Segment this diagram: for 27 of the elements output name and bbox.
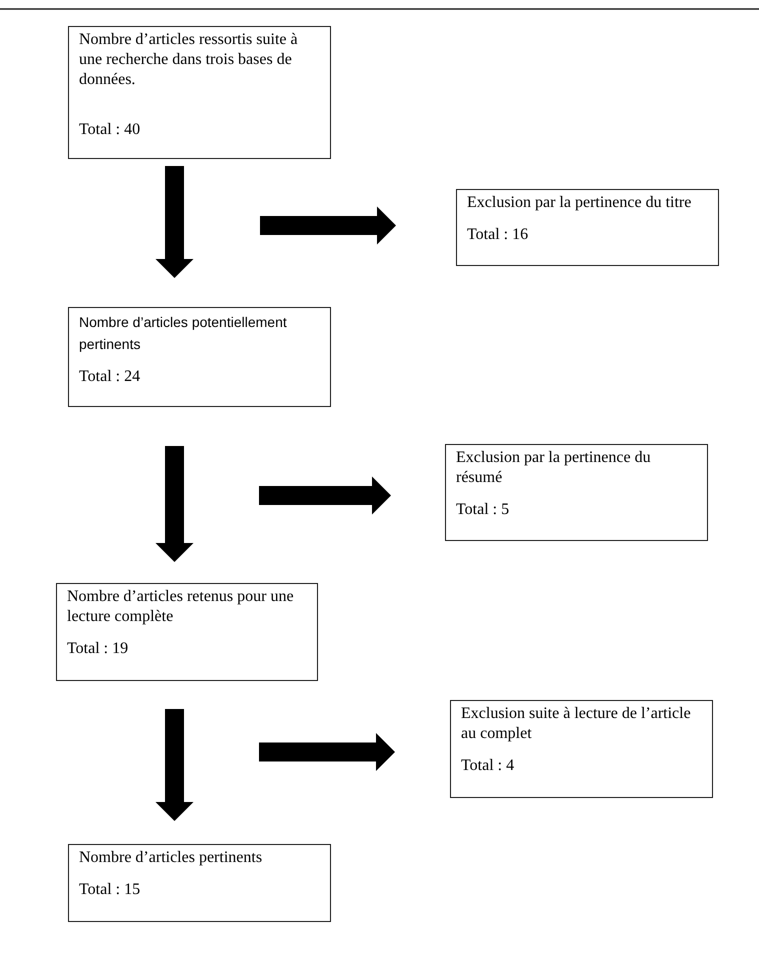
step-description: Exclusion suite à lecture de l’article au complet (461, 704, 692, 744)
block-arrow (156, 166, 194, 278)
block-arrow (156, 446, 194, 562)
step-description: Nombre d’articles ressortis suite à une recherche dans trois bases de données. (79, 30, 299, 90)
step-description: Nombre d’articles retenus pour une lecture complète (67, 587, 295, 627)
block-arrow (259, 733, 395, 771)
step-description: Exclusion par la pertinence du titre (467, 193, 692, 213)
step-total: Total : 24 (79, 367, 140, 387)
step-total: Total : 15 (79, 880, 140, 900)
step-total: Total : 4 (461, 756, 514, 776)
step-total: Total : 40 (79, 120, 140, 140)
step-total: Total : 16 (467, 225, 528, 245)
step-description: Nombre d’articles potentiellement pertinents (79, 313, 288, 354)
process-box (56, 583, 318, 681)
step-total: Total : 19 (67, 639, 128, 659)
step-description: Exclusion par la pertinence du résumé (456, 448, 652, 488)
process-box (68, 307, 331, 407)
process-box (68, 26, 331, 159)
block-arrow (156, 709, 194, 821)
block-arrow (259, 476, 391, 514)
process-box (456, 189, 719, 266)
step-description: Nombre d’articles pertinents (79, 848, 262, 868)
step-total: Total : 5 (456, 500, 510, 520)
process-box (445, 444, 708, 541)
process-box (68, 844, 331, 922)
process-box (450, 700, 713, 798)
block-arrow (260, 206, 396, 244)
